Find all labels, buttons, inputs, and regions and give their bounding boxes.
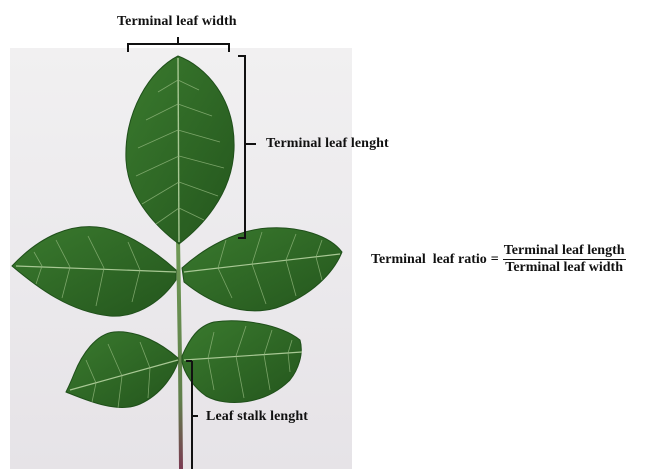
terminal-width-bracket [128,37,229,52]
formula-numerator: Terminal leaf length [503,244,626,260]
terminal-leaf-midrib [178,58,179,242]
rachis-stem [178,238,181,469]
terminal-leaf-width-label: Terminal leaf width [117,14,237,30]
formula-lhs: Terminal leaf ratio [371,252,487,268]
formula-fraction: Terminal leaf length Terminal leaf width [503,244,626,275]
lower-left-leaflet [66,332,178,408]
lower-right-leaflet [182,321,301,403]
terminal-leaf-ratio-formula: Terminal leaf ratio = Terminal leaf leng… [371,244,626,275]
terminal-length-bracket [238,56,256,238]
formula-denominator: Terminal leaf width [505,260,623,275]
formula-equals: = [491,252,499,268]
terminal-leaf-length-label: Terminal leaf lenght [266,136,389,152]
terminal-leaf [126,56,234,244]
leaf-stalk-length-label: Leaf stalk lenght [206,409,308,425]
